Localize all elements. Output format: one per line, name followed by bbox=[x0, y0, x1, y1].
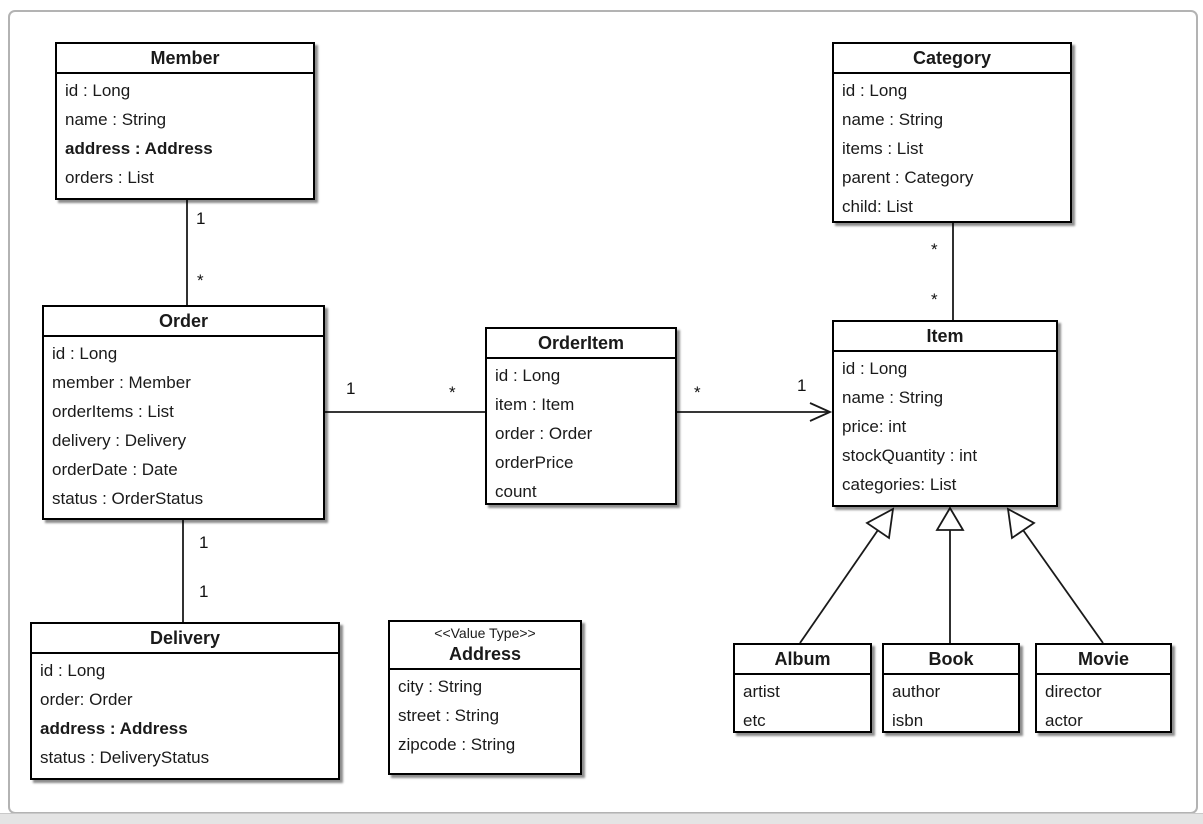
attribute: status : DeliveryStatus bbox=[40, 748, 210, 767]
generalization-triangle-album bbox=[865, 507, 895, 540]
class-title-movie: Movie bbox=[1037, 645, 1170, 675]
multiplicity-orderitem-item-near-orderitem: * bbox=[694, 383, 701, 402]
multiplicity-orderitem-item-near-item: 1 bbox=[797, 376, 807, 395]
attribute: id : Long bbox=[65, 81, 131, 100]
class-title-member: Member bbox=[57, 44, 313, 74]
attribute: orders : List bbox=[65, 168, 154, 187]
class-box-order: Order id : Long member : Member orderIte… bbox=[42, 305, 325, 520]
attribute: director bbox=[1045, 682, 1102, 701]
multiplicity-order-orderitem-near-order: 1 bbox=[346, 379, 356, 398]
stereotype-value-type: <<Value Type>> bbox=[434, 625, 536, 641]
attribute: count bbox=[495, 482, 537, 501]
class-title-address: Address bbox=[448, 644, 522, 664]
class-box-book: Book author isbn bbox=[882, 643, 1020, 733]
attribute: artist bbox=[743, 682, 780, 701]
attribute: id : Long bbox=[842, 359, 908, 378]
attribute: delivery : Delivery bbox=[52, 431, 187, 450]
frame-bottom-shadow bbox=[0, 813, 1203, 824]
attribute: order : Order bbox=[495, 424, 593, 443]
attribute: address : Address bbox=[40, 719, 188, 738]
multiplicity-category-item-near-item: * bbox=[931, 290, 938, 309]
attribute: categories: List bbox=[842, 475, 957, 494]
class-attributes-item: id : Long name : String price: int stock… bbox=[834, 352, 1056, 505]
class-box-item: Item id : Long name : String price: int … bbox=[832, 320, 1058, 507]
class-box-movie: Movie director actor bbox=[1035, 643, 1172, 733]
class-title-order: Order bbox=[44, 307, 323, 337]
multiplicity-member-order-near-order: * bbox=[197, 271, 204, 290]
class-title-delivery: Delivery bbox=[32, 624, 338, 654]
class-box-category: Category id : Long name : String items :… bbox=[832, 42, 1072, 223]
attribute: item : Item bbox=[495, 395, 575, 414]
attribute: id : Long bbox=[52, 344, 118, 363]
class-attributes-member: id : Long name : String address : Addres… bbox=[57, 74, 313, 198]
attribute: status : OrderStatus bbox=[52, 489, 204, 508]
class-attributes-delivery: id : Long order: Order address : Address… bbox=[32, 654, 338, 778]
attribute: author bbox=[892, 682, 941, 701]
class-attributes-book: author isbn bbox=[884, 675, 1018, 735]
attribute: orderPrice bbox=[495, 453, 574, 472]
attribute: street : String bbox=[398, 706, 500, 725]
attribute: zipcode : String bbox=[398, 735, 516, 754]
class-box-album: Album artist etc bbox=[733, 643, 872, 733]
generalization-triangle-book bbox=[935, 506, 965, 531]
attribute: items : List bbox=[842, 139, 924, 158]
attribute: orderItems : List bbox=[52, 402, 174, 421]
attribute: child: List bbox=[842, 197, 913, 216]
attribute: actor bbox=[1045, 711, 1083, 730]
class-attributes-album: artist etc bbox=[735, 675, 870, 735]
attribute: id : Long bbox=[495, 366, 561, 385]
class-title-album: Album bbox=[735, 645, 870, 675]
multiplicity-category-item-near-category: * bbox=[931, 240, 938, 259]
multiplicity-order-orderitem-near-orderitem: * bbox=[449, 383, 456, 402]
attribute: price: int bbox=[842, 417, 907, 436]
class-title-item: Item bbox=[834, 322, 1056, 352]
class-attributes-category: id : Long name : String items : List par… bbox=[834, 74, 1070, 221]
class-attributes-orderitem: id : Long item : Item order : Order orde… bbox=[487, 359, 675, 506]
attribute: member : Member bbox=[52, 373, 191, 392]
class-attributes-address: city : String street : String zipcode : … bbox=[390, 670, 580, 773]
class-header-address: <<Value Type>> Address bbox=[390, 622, 580, 670]
multiplicity-order-delivery-near-delivery: 1 bbox=[199, 582, 209, 601]
class-box-address: <<Value Type>> Address city : String str… bbox=[388, 620, 582, 775]
attribute: order: Order bbox=[40, 690, 133, 709]
class-box-orderitem: OrderItem id : Long item : Item order : … bbox=[485, 327, 677, 505]
attribute: id : Long bbox=[842, 81, 908, 100]
attribute: city : String bbox=[398, 677, 483, 696]
multiplicity-order-delivery-near-order: 1 bbox=[199, 533, 209, 552]
attribute: address : Address bbox=[65, 139, 213, 158]
attribute: parent : Category bbox=[842, 168, 974, 187]
attribute: orderDate : Date bbox=[52, 460, 178, 479]
open-arrowhead-to-item bbox=[809, 402, 833, 422]
attribute: etc bbox=[743, 711, 766, 730]
attribute: isbn bbox=[892, 711, 924, 730]
generalization-line-movie-item bbox=[1022, 529, 1104, 644]
class-title-orderitem: OrderItem bbox=[487, 329, 675, 359]
class-attributes-order: id : Long member : Member orderItems : L… bbox=[44, 337, 323, 518]
class-title-book: Book bbox=[884, 645, 1018, 675]
class-box-member: Member id : Long name : String address :… bbox=[55, 42, 315, 200]
generalization-triangle-movie bbox=[1006, 507, 1036, 540]
attribute: id : Long bbox=[40, 661, 106, 680]
attribute: name : String bbox=[65, 110, 167, 129]
multiplicity-member-order-near-member: 1 bbox=[196, 209, 206, 228]
generalization-line-album-item bbox=[799, 529, 879, 644]
attribute: name : String bbox=[842, 388, 944, 407]
attribute: stockQuantity : int bbox=[842, 446, 978, 465]
class-box-delivery: Delivery id : Long order: Order address … bbox=[30, 622, 340, 780]
class-attributes-movie: director actor bbox=[1037, 675, 1170, 735]
class-title-category: Category bbox=[834, 44, 1070, 74]
attribute: name : String bbox=[842, 110, 944, 129]
